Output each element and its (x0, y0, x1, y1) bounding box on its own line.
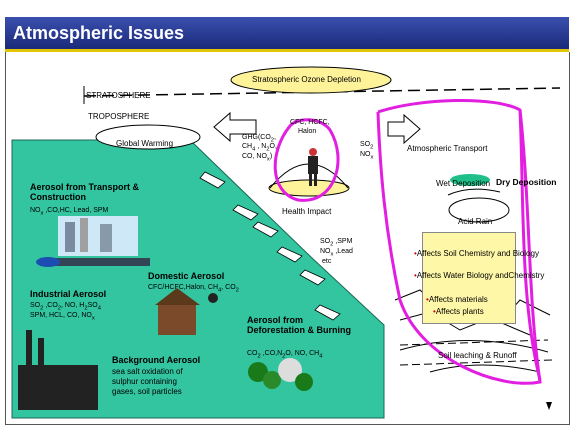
health-pollutants-2: NOx ,Lead (320, 248, 353, 258)
ghg-label-3: CO, NOx) (242, 153, 272, 163)
deforest-title: Aerosol from Deforestation & Burning (247, 316, 357, 336)
industrial-sub-2: SPM, HCL, CO, NOx (30, 312, 95, 322)
transport-sub: NOx ,CO,HC, Lead, SPM (30, 207, 108, 217)
background-sub-3: gases, soil particles (112, 388, 182, 397)
ozone-label: Stratospheric Ozone Depletion (252, 76, 361, 85)
effect-item-1: •Affects Water Biology andChemistry (414, 272, 544, 280)
health-pollutants-1: SO2 ,SPM (320, 238, 352, 248)
industrial-title: Industrial Aerosol (30, 290, 106, 300)
global-warming-label: Global Warming (116, 140, 173, 149)
deforest-sub: CO2 ,CO,N2O, NO, CH4 (247, 350, 322, 360)
ghg-label-2: CH4 , N2O, (242, 143, 277, 153)
halon-label: Halon (298, 128, 316, 136)
soil-leaching-label: Soil leaching & Runoff (438, 352, 517, 361)
effect-item-0: •Affects Soil Chemistry and Biology (414, 250, 539, 258)
troposphere-label: TROPOSPHERE (88, 113, 149, 122)
down-marker (546, 402, 552, 410)
industrial-sub-1: SO2 ,CO2, NO, H2SO4 (30, 302, 101, 312)
effect-item-3: •Affects plants (433, 308, 484, 316)
domestic-sub: CFC/HCFC,Halon, CH4, CO2 (148, 284, 239, 294)
stratosphere-label: STRATOSPHERE (86, 92, 151, 101)
health-impact-label: Health Impact (282, 208, 331, 217)
domestic-title: Domestic Aerosol (148, 272, 224, 282)
atmospheric-transport-label: Atmospheric Transport (407, 145, 487, 154)
dry-deposition-label: Dry Deposition (496, 178, 556, 187)
background-sub-1: sea salt oxidation of (112, 368, 183, 377)
no2-label: NOx (360, 151, 373, 161)
right-arrow (388, 115, 420, 143)
effect-item-2: •Affects materials (426, 296, 488, 304)
transport-title: Aerosol from Transport & Construction (30, 183, 150, 203)
background-title: Background Aerosol (112, 356, 200, 366)
so2-label: SO2 (360, 141, 373, 151)
health-pollutants-3: etc (322, 258, 331, 266)
background-sub-2: sulphur containing (112, 378, 177, 387)
cfc-label: CFC, HCFC, (290, 119, 330, 127)
wet-deposition-label: Wet Deposition (436, 180, 490, 189)
acid-rain-label: Acid Rain (458, 218, 492, 227)
